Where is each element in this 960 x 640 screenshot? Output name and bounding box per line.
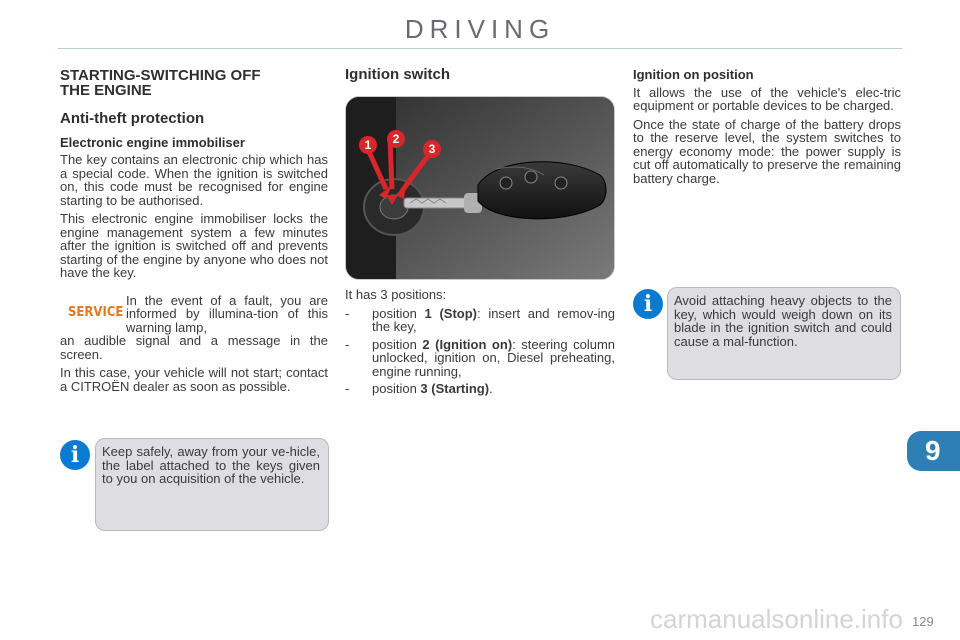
list-item: - position 1 (Stop): insert and remov-in… [345,305,615,334]
list-dash: - [345,336,350,352]
key-label-info-text: Keep safely, away from your ve-hicle, th… [102,444,320,486]
list-prefix: position [372,381,421,396]
positions-block: It has 3 positions: - position 1 (Stop):… [345,288,615,400]
service-warning-icon: SERVICE [68,304,124,320]
chapter-tab[interactable]: 9 [907,431,960,471]
immobiliser-paragraph-2: This electronic engine immobiliser locks… [60,211,328,280]
list-item: - position 2 (Ignition on): steering col… [345,336,616,379]
list-dash: - [345,305,350,321]
list-dash: - [345,381,350,396]
immobiliser-paragraph-1: The key contains an electronic chip whic… [60,152,328,208]
anti-theft-heading: Anti-theft protection [60,110,205,127]
section-title: STARTING-SWITCHING OFF THE ENGINE [60,68,328,98]
heavy-objects-info-box: Avoid attaching heavy objects to the key… [667,287,901,380]
ignition-on-paragraph-1: It allows the use of the vehicle's elec-… [633,84,901,113]
key-label-info-box: Keep safely, away from your ve-hicle, th… [95,438,329,531]
section-title-line1: STARTING-SWITCHING OFF [60,67,261,84]
position-label: 2 (Ignition on) [422,336,513,352]
column-middle: Ignition switch [345,66,615,92]
list-item: - position 3 (Starting). [345,382,615,396]
position-desc: : steering column unlocked, ignition on,… [372,336,616,379]
info-icon: i [633,289,663,319]
page-header-title: DRIVING [404,14,556,44]
fault-paragraph-indent: In the event of a fault, you are informe… [126,292,328,335]
page-number: 129 [912,614,934,629]
position-desc: : insert and remov-ing the key, [372,305,615,334]
ignition-key-photo: 1 2 3 [345,96,615,280]
watermark: carmanualsonline.info [650,604,903,634]
position-label: 3 (Starting) [420,381,490,396]
section-title-line2: THE ENGINE [60,82,152,99]
header-rule [58,48,902,49]
photo-label-2: 2 [393,132,400,146]
ignition-on-heading: Ignition on position [633,67,754,82]
fault-paragraph-cont: an audible signal and a message in the s… [60,333,328,362]
ignition-key-illustration: 1 2 3 [346,97,614,279]
info-icon: i [60,440,90,470]
photo-label-3: 3 [429,142,436,156]
immobiliser-heading: Electronic engine immobiliser [60,134,245,150]
positions-intro: It has 3 positions: [345,287,447,302]
ignition-switch-heading: Ignition switch [345,66,450,83]
positions-list: - position 1 (Stop): insert and remov-in… [345,305,616,396]
position-desc: . [489,381,493,396]
ignition-on-paragraph-2: Once the state of charge of the battery … [633,116,901,186]
column-right: Ignition on position It allows the use o… [633,68,901,190]
photo-label-1: 1 [365,138,372,152]
service-warning-block: SERVICE In the event of a fault, you are… [60,292,328,394]
list-prefix: position [372,336,423,352]
list-prefix: position [372,305,425,321]
heavy-objects-info-text: Avoid attaching heavy objects to the key… [674,293,892,349]
position-label: 1 (Stop) [424,305,477,321]
dealer-paragraph: In this case, your vehicle will not star… [60,365,328,394]
column-left: STARTING-SWITCHING OFF THE ENGINE Anti-t… [60,68,328,398]
